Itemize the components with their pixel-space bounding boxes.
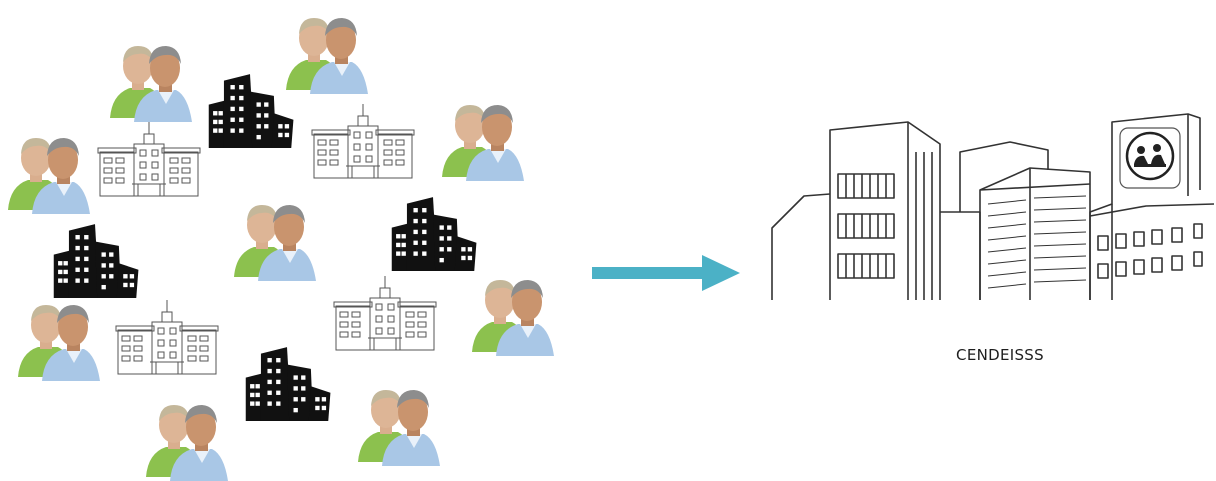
people-icon: [286, 18, 368, 94]
black-building-icon: [391, 197, 477, 271]
black-building-icon: [245, 347, 331, 421]
destination-label: CENDEISSS: [956, 346, 1044, 364]
people-icon: [18, 305, 100, 381]
office-building-icon: [311, 103, 415, 179]
black-building-icon: [53, 224, 139, 298]
people-icon: [234, 205, 316, 281]
office-building-icon: [333, 275, 437, 351]
office-building-icon: [115, 299, 219, 375]
people-icon: [442, 105, 524, 181]
right-arrow-icon: [592, 255, 740, 291]
people-icon: [146, 405, 228, 481]
people-icon: [8, 138, 90, 214]
people-icon: [472, 280, 554, 356]
people-icon: [110, 46, 192, 122]
cendeisss-logo: [1119, 127, 1181, 189]
office-building-icon: [97, 121, 201, 197]
people-icon: [358, 390, 440, 466]
black-building-icon: [208, 74, 294, 148]
cendeisss-building-sketch: [771, 113, 1215, 300]
